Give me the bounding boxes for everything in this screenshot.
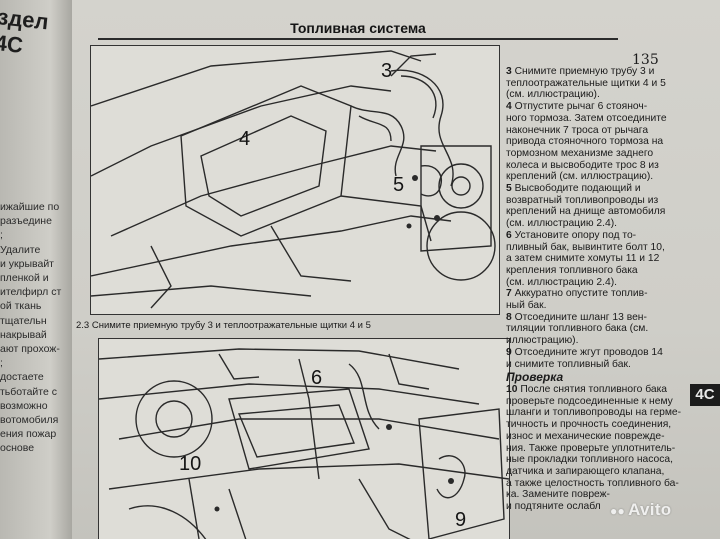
callout-10: 10: [179, 453, 202, 475]
page-title: Топливная система: [290, 20, 426, 36]
left-line: ижайшие по: [0, 201, 60, 213]
left-line: пленкой и: [0, 272, 49, 285]
avito-dots-icon: ●●: [610, 504, 626, 518]
left-chapter-header: здел 4С: [0, 4, 50, 58]
figure-caption: 2.3 Снимите приемную трубу 3 и теплоотра…: [76, 320, 371, 331]
left-text-column: ижайшие по разъедине ; Удалите и укрывай…: [0, 200, 70, 456]
callout-9: 9: [455, 509, 467, 531]
chapter-tab: 4C: [690, 384, 720, 406]
left-line: тьботайте с: [0, 385, 57, 398]
figure-top-diagram: 3 4 5: [90, 45, 500, 315]
left-line: ителфирл ст: [0, 286, 62, 299]
page-number: 135: [632, 52, 659, 68]
step-8: 8 Отсоедините шланг 13 вен-тиляции топли…: [506, 311, 649, 347]
left-line: возможно: [0, 399, 48, 412]
step-7: 7 Аккуратно опустите топлив-ный бак.: [506, 288, 648, 312]
right-page: Топливная система 135: [72, 0, 720, 539]
left-line: накрывай: [0, 328, 47, 341]
left-line: и укрывайт: [0, 257, 54, 270]
page-header: Топливная система: [98, 8, 618, 40]
watermark: ●●Avito: [610, 500, 672, 519]
figure-bottom-diagram: 6 10 9: [98, 338, 510, 539]
left-line: ;: [0, 357, 3, 370]
left-line: разъедине: [0, 215, 52, 228]
left-line: ;: [0, 229, 3, 242]
step-4: 4 Отпустите рычаг 6 стояноч-ного тормоза…: [506, 101, 667, 183]
fuel-system-drawing-top: [90, 50, 496, 309]
left-page: здел 4С ижайшие по разъедине ; Удалите и…: [0, 0, 72, 539]
callout-5: 5: [393, 174, 405, 196]
left-line: тщательн: [0, 314, 47, 327]
left-line: вотомобиля: [0, 414, 59, 427]
left-line: основе: [0, 442, 35, 455]
left-line: ают прохож-: [0, 343, 60, 356]
callout-3: 3: [381, 60, 393, 82]
callout-6: 6: [311, 367, 323, 389]
left-line: достаете: [0, 371, 44, 384]
callout-4: 4: [239, 128, 251, 150]
left-line: Удалите: [0, 243, 41, 256]
left-line: ения пожар: [0, 428, 57, 441]
step-6: 6 Установите опору под то-пливный бак, в…: [506, 229, 665, 288]
fuel-system-drawing-bottom: [98, 348, 510, 539]
section-heading: Проверка: [506, 370, 564, 385]
left-line: ой ткань: [0, 300, 42, 313]
